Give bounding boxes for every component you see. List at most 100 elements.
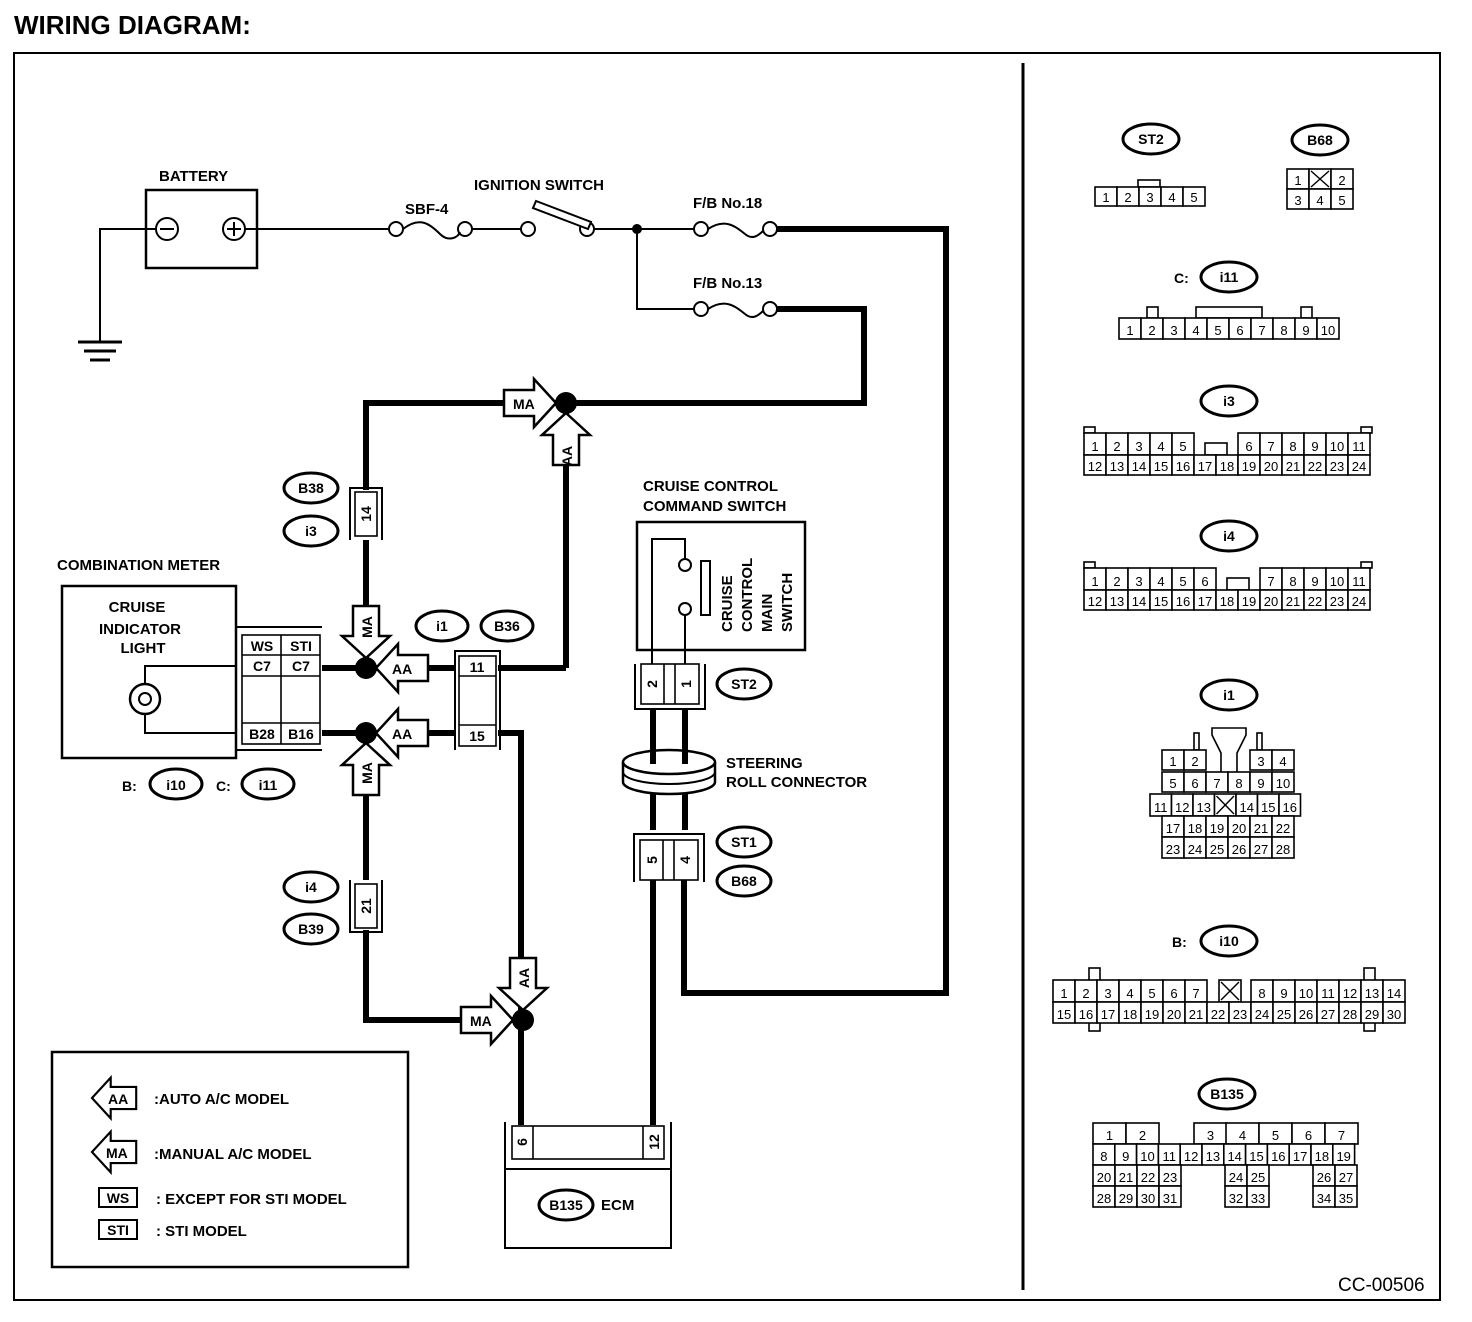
pin-label: 1: [1126, 323, 1133, 338]
pin-label: 1: [1294, 173, 1301, 188]
command-switch-label-1: CRUISE CONTROL: [643, 478, 778, 495]
arrow-label-aa: AA: [559, 446, 575, 466]
connector-i1-b36: 11 15: [454, 650, 501, 750]
pin-label: 5: [1272, 1128, 1279, 1143]
pin-label: 24: [1188, 842, 1202, 857]
pin-label: 19: [1242, 594, 1256, 609]
pin-label: 5: [1214, 323, 1221, 338]
pin-label: 10: [1321, 323, 1335, 338]
steering-roll-label-1: STEERING: [726, 755, 803, 772]
junction-dot: [355, 722, 377, 744]
pin-label: 18: [1220, 459, 1234, 474]
arrow-label-aa: AA: [516, 968, 532, 988]
pin-label: 25: [1277, 1007, 1291, 1022]
pin-label: 3: [1207, 1128, 1214, 1143]
pin-label: 1: [1091, 574, 1098, 589]
main-switch-label-4: SWITCH: [779, 573, 796, 632]
ecm: 6 12: [504, 1122, 672, 1249]
junction-dot: [512, 1009, 534, 1031]
pin-label: 16: [1176, 459, 1190, 474]
pin-label: 4: [1239, 1128, 1246, 1143]
main-switch-label-1: CRUISE: [719, 575, 736, 632]
pin-label: 11: [1352, 574, 1366, 589]
pin-label: 14: [1132, 594, 1146, 609]
pin-label: 5: [1179, 574, 1186, 589]
pin-label: 18: [1220, 594, 1234, 609]
svg-text:i11: i11: [1220, 269, 1239, 285]
pin-label: 20: [1264, 459, 1278, 474]
pin-label: 18: [1188, 821, 1202, 836]
pin-label: 2: [1338, 173, 1345, 188]
pin-label: 14: [1387, 986, 1401, 1001]
view-b68-tag: B68: [1290, 123, 1350, 157]
pin-label: 4: [1126, 986, 1133, 1001]
pin-label: 7: [1258, 323, 1265, 338]
view-i1-tag: i1: [1199, 678, 1259, 712]
pin-label: 15: [1154, 459, 1168, 474]
pin-label: 11: [1352, 439, 1366, 454]
pin-label: 2: [1113, 439, 1120, 454]
pin-label: 21: [1286, 594, 1300, 609]
diagram-frame: [13, 52, 1441, 1301]
pin-label: 7: [1338, 1128, 1345, 1143]
connector-tag-i3: [282, 514, 340, 548]
pin-label: 26: [1299, 1007, 1313, 1022]
pin-label: 21: [1286, 459, 1300, 474]
pin-label: 13: [1365, 986, 1379, 1001]
svg-text:4: 4: [677, 856, 693, 864]
svg-text:2: 2: [644, 680, 660, 688]
legend-text-ws: : EXCEPT FOR STI MODEL: [156, 1191, 347, 1208]
pin-label: 10: [1276, 776, 1290, 791]
pin-label: 19: [1242, 459, 1256, 474]
pin-label: 25: [1210, 842, 1224, 857]
pin-label: 20: [1167, 1007, 1181, 1022]
pin-label: 29: [1365, 1007, 1379, 1022]
pin-label: 6: [1236, 323, 1243, 338]
connector-tag-b36: [479, 609, 535, 643]
pin-label: 9: [1257, 776, 1264, 791]
pin-label: 2: [1139, 1128, 1146, 1143]
pin-label: 14: [1240, 800, 1254, 815]
pin-label: 8: [1235, 776, 1242, 791]
pin-label: 11: [1163, 1149, 1177, 1164]
pin-label: 4: [1192, 323, 1199, 338]
arrow-label-aa: AA: [392, 726, 412, 742]
page-title: WIRING DIAGRAM:: [14, 10, 251, 40]
junction-dot: [555, 392, 577, 414]
pin-label: 6: [1191, 776, 1198, 791]
pin-label: 10: [1330, 439, 1344, 454]
connector-i3-label: i3: [305, 523, 317, 539]
pin-label: 11: [1154, 800, 1168, 815]
svg-text:14: 14: [358, 506, 374, 522]
svg-text:B16: B16: [288, 726, 314, 742]
indicator-label-1: CRUISE: [109, 599, 166, 616]
c-prefix: C:: [216, 778, 231, 794]
pin-label: 10: [1330, 574, 1344, 589]
pin-label: 17: [1293, 1149, 1307, 1164]
pin-label: 30: [1141, 1191, 1155, 1206]
pin-label: 15: [1261, 800, 1275, 815]
pin-label: 19: [1336, 1149, 1350, 1164]
pin-label: 12: [1184, 1149, 1198, 1164]
legend-text-sti: : STI MODEL: [156, 1223, 247, 1240]
pin-label: 2: [1191, 754, 1198, 769]
pin-label: 20: [1097, 1170, 1111, 1185]
figure-code: CC-00506: [1338, 1275, 1425, 1296]
pin-label: 9: [1311, 574, 1318, 589]
arrow-label-aa: AA: [392, 661, 412, 677]
pin-label: 13: [1206, 1149, 1220, 1164]
pin-label: 13: [1110, 594, 1124, 609]
connector-tag-b68: [715, 864, 773, 898]
svg-text:B135: B135: [1210, 1086, 1244, 1102]
pin-label: 10: [1299, 986, 1313, 1001]
ignition-switch-label: IGNITION SWITCH: [474, 177, 604, 194]
pin-label: 12: [1343, 986, 1357, 1001]
connector-st1-label: ST1: [731, 834, 757, 850]
ground-icon: [78, 340, 122, 362]
main-switch-icon: [700, 560, 711, 616]
pin-label: 16: [1079, 1007, 1093, 1022]
svg-text:i3: i3: [1223, 393, 1235, 409]
